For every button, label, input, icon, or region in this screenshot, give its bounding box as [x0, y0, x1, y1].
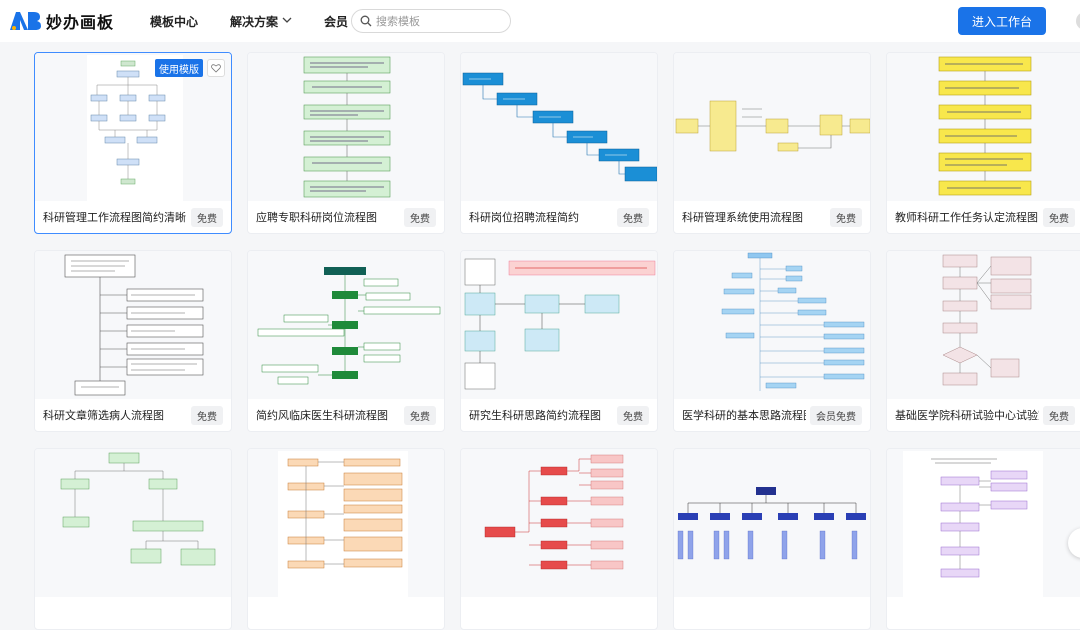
- template-thumbnail: [461, 251, 657, 399]
- template-thumbnail: [248, 251, 444, 399]
- card-footer: 研究生科研思路简约流程图 免费: [461, 399, 657, 431]
- card-footer: 基础医学院科研试验中心试验室 免费: [887, 399, 1080, 431]
- template-thumbnail: [674, 251, 870, 399]
- price-badge: 免费: [1043, 405, 1075, 425]
- template-card[interactable]: 科研管理系统使用流程图 免费: [673, 52, 871, 234]
- template-thumbnail: [887, 53, 1080, 201]
- card-title: 简约风临床医生科研流程图: [256, 409, 388, 422]
- nav-member[interactable]: 会员: [324, 13, 348, 30]
- nav-templates[interactable]: 模板中心: [150, 13, 198, 30]
- card-footer: 科研管理系统使用流程图 免费: [674, 201, 870, 233]
- card-title: 科研管理系统使用流程图: [682, 211, 803, 224]
- template-card[interactable]: [673, 448, 871, 630]
- logo-icon: [10, 12, 41, 30]
- card-footer: 应聘专职科研岗位流程图 免费: [248, 201, 444, 233]
- template-card[interactable]: [34, 448, 232, 630]
- nav-member-label: 会员: [324, 14, 349, 29]
- heart-icon: [211, 64, 221, 73]
- top-navigation-bar: 妙办画板 模板中心 解决方案 会员 进入工作台: [0, 0, 1080, 42]
- template-thumbnail: [887, 449, 1080, 597]
- price-badge: 免费: [404, 207, 436, 227]
- template-thumbnail: [248, 53, 444, 201]
- template-thumbnail: [674, 449, 870, 597]
- card-title: 医学科研的基本思路流程图: [682, 409, 806, 422]
- template-card[interactable]: [247, 448, 445, 630]
- search-icon: [360, 15, 372, 27]
- template-thumbnail: [248, 449, 444, 597]
- price-badge: 免费: [191, 405, 223, 425]
- template-thumbnail: [35, 449, 231, 597]
- template-card[interactable]: 科研文章筛选病人流程图 免费: [34, 250, 232, 432]
- price-badge: 免费: [830, 207, 862, 227]
- template-card[interactable]: [460, 448, 658, 630]
- chevron-down-icon: [282, 15, 292, 28]
- enter-workspace-button[interactable]: 进入工作台: [958, 7, 1046, 35]
- price-badge: 免费: [617, 207, 649, 227]
- template-card[interactable]: 医学科研的基本思路流程图 会员免费: [673, 250, 871, 432]
- template-thumbnail: 使用模版: [35, 53, 231, 201]
- floating-action-button[interactable]: [1068, 528, 1080, 558]
- template-card[interactable]: 应聘专职科研岗位流程图 免费: [247, 52, 445, 234]
- card-title: 科研岗位招聘流程简约: [469, 211, 579, 224]
- template-card[interactable]: 科研岗位招聘流程简约 免费: [460, 52, 658, 234]
- logo-text: 妙办画板: [46, 13, 115, 32]
- search-input[interactable]: [376, 14, 496, 28]
- template-thumbnail: [674, 53, 870, 201]
- main-nav: 模板中心 解决方案 会员: [150, 13, 380, 30]
- template-card[interactable]: 教师科研工作任务认定流程图 免费: [886, 52, 1080, 234]
- price-badge: 免费: [617, 405, 649, 425]
- use-template-button[interactable]: 使用模版: [155, 59, 203, 77]
- card-title: 基础医学院科研试验中心试验室: [895, 409, 1039, 422]
- search-box[interactable]: [351, 9, 511, 33]
- price-badge: 免费: [191, 207, 223, 227]
- card-title: 科研文章筛选病人流程图: [43, 409, 164, 422]
- template-thumbnail: [461, 449, 657, 597]
- card-title: 应聘专职科研岗位流程图: [256, 211, 377, 224]
- card-title: 研究生科研思路简约流程图: [469, 409, 601, 422]
- template-card[interactable]: [886, 448, 1080, 630]
- nav-solutions[interactable]: 解决方案: [230, 13, 292, 30]
- card-title: 科研管理工作流程图简约清晰: [43, 211, 186, 224]
- nav-templates-label: 模板中心: [150, 14, 199, 29]
- card-footer: 简约风临床医生科研流程图 免费: [248, 399, 444, 431]
- avatar[interactable]: [1076, 12, 1080, 30]
- price-badge: 免费: [1043, 207, 1075, 227]
- card-footer: 科研管理工作流程图简约清晰 免费: [35, 201, 231, 233]
- template-card[interactable]: 基础医学院科研试验中心试验室 免费: [886, 250, 1080, 432]
- template-thumbnail: [887, 251, 1080, 399]
- card-footer: 科研岗位招聘流程简约 免费: [461, 201, 657, 233]
- card-footer: 医学科研的基本思路流程图 会员免费: [674, 399, 870, 431]
- brand-logo[interactable]: 妙办画板: [8, 0, 114, 42]
- template-card[interactable]: 研究生科研思路简约流程图 免费: [460, 250, 658, 432]
- card-title: 教师科研工作任务认定流程图: [895, 211, 1038, 224]
- nav-solutions-label: 解决方案: [230, 14, 279, 29]
- card-footer: 教师科研工作任务认定流程图 免费: [887, 201, 1080, 233]
- template-card[interactable]: 使用模版 科研管理工作流程图简约清晰 免费: [34, 52, 232, 234]
- template-thumbnail: [35, 251, 231, 399]
- price-badge: 免费: [404, 405, 436, 425]
- template-thumbnail: [461, 53, 657, 201]
- favorite-button[interactable]: [207, 59, 225, 77]
- template-card[interactable]: 简约风临床医生科研流程图 免费: [247, 250, 445, 432]
- card-footer: 科研文章筛选病人流程图 免费: [35, 399, 231, 431]
- price-badge: 会员免费: [810, 405, 862, 425]
